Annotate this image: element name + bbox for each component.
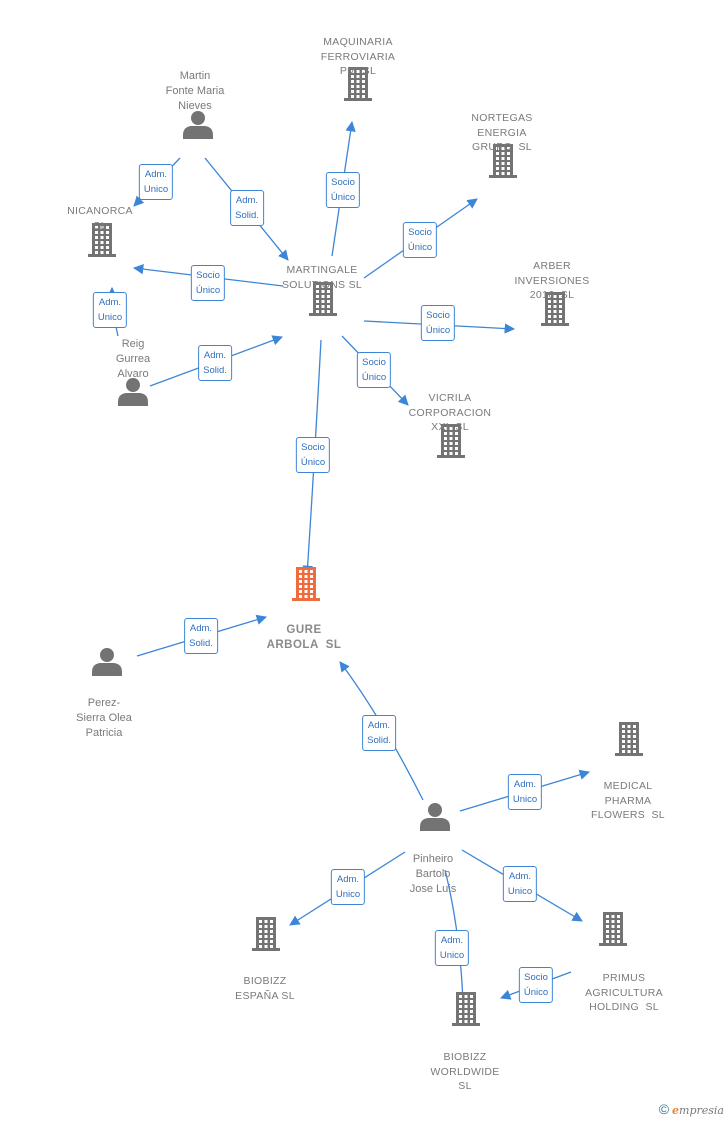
node-label-reig[interactable]: Reig Gurrea Alvaro: [115, 338, 151, 380]
copyright-icon: ©: [658, 1101, 670, 1117]
building-icon-primus[interactable]: [599, 912, 627, 946]
building-icon-nortegas[interactable]: [489, 144, 517, 178]
building-icon-martingale[interactable]: [309, 282, 337, 316]
person-icon-perez[interactable]: [92, 648, 122, 676]
brand-logo: ©empresia: [659, 1101, 724, 1117]
building-icon-medical[interactable]: [615, 722, 643, 756]
edge-label-martin-to-martingale: Adm. Solid.: [230, 190, 264, 226]
building-icon-vicrila[interactable]: [437, 424, 465, 458]
node-label-martingale[interactable]: MARTINGALE SOLUTIONS SL: [281, 264, 363, 291]
edge-label-reig-to-nicanorca: Adm. Unico: [92, 292, 128, 328]
edge-label-martingale-to-arber: Socio Único: [420, 305, 456, 341]
edge-label-martin-to-nicanorca: Adm. Unico: [138, 164, 174, 200]
edge-label-martingale-to-maquinaria: Socio Único: [325, 172, 361, 208]
building-icon-nicanorca[interactable]: [88, 223, 116, 257]
edge-label-martingale-to-nortegas: Socio Único: [402, 222, 438, 258]
edge-label-perez-to-gure: Adm. Solid.: [184, 618, 218, 654]
node-label-vicrila[interactable]: VICRILA CORPORACION XXI SL: [408, 392, 492, 433]
edge-label-pinheiro-to-primus: Adm. Unico: [502, 866, 538, 902]
node-label-gure[interactable]: GURE ARBOLA SL: [266, 624, 342, 651]
edge-label-martingale-to-nicanorca: Socio Único: [190, 265, 226, 301]
building-icon-arber[interactable]: [541, 292, 569, 326]
edge-label-pinheiro-to-gure: Adm. Solid.: [362, 715, 396, 751]
node-label-maquinaria[interactable]: MAQUINARIA FERROVIARIA PM SL: [320, 36, 396, 77]
edge-label-pinheiro-to-biobizz_ww: Adm. Unico: [434, 930, 470, 966]
brand-initial: e: [672, 1104, 680, 1117]
person-icon-reig[interactable]: [118, 378, 148, 406]
person-icon-pinheiro[interactable]: [420, 803, 450, 831]
node-label-biobizz_es[interactable]: BIOBIZZ ESPAÑA SL: [235, 975, 295, 1002]
brand-name: mpresia: [679, 1104, 724, 1117]
node-label-martin[interactable]: Martin Fonte Maria Nieves: [165, 70, 225, 112]
building-icon-biobizz_ww[interactable]: [452, 992, 480, 1026]
node-label-medical[interactable]: MEDICAL PHARMA FLOWERS SL: [591, 780, 665, 821]
node-label-nortegas[interactable]: NORTEGAS ENERGIA GRUPO SL: [471, 112, 533, 153]
node-label-biobizz_ww[interactable]: BIOBIZZ WORLDWIDE SL: [430, 1051, 500, 1092]
building-icon-gure[interactable]: [292, 567, 320, 601]
edge-label-primus-to-biobizz_ww: Socio Único: [518, 967, 554, 1003]
icons-layer: [88, 67, 643, 1026]
node-label-pinheiro[interactable]: Pinheiro Bartolo Jose Luis: [409, 853, 457, 895]
node-label-perez[interactable]: Perez- Sierra Olea Patricia: [76, 697, 132, 739]
person-icon-martin[interactable]: [183, 111, 213, 139]
node-label-nicanorca[interactable]: NICANORCA SL: [67, 205, 133, 232]
node-label-primus[interactable]: PRIMUS AGRICULTURA HOLDING SL: [585, 972, 663, 1013]
edge-label-reig-to-martingale: Adm. Solid.: [198, 345, 232, 381]
building-icon-biobizz_es[interactable]: [252, 917, 280, 951]
edge-label-pinheiro-to-medical: Adm. Unico: [507, 774, 543, 810]
node-label-arber[interactable]: ARBER INVERSIONES 2016 SL: [514, 260, 590, 301]
edge-label-martingale-to-gure: Socio Único: [295, 437, 331, 473]
edge-label-martingale-to-vicrila: Socio Único: [356, 352, 392, 388]
building-icon-maquinaria[interactable]: [344, 67, 372, 101]
edge-label-pinheiro-to-biobizz_es: Adm. Unico: [330, 869, 366, 905]
